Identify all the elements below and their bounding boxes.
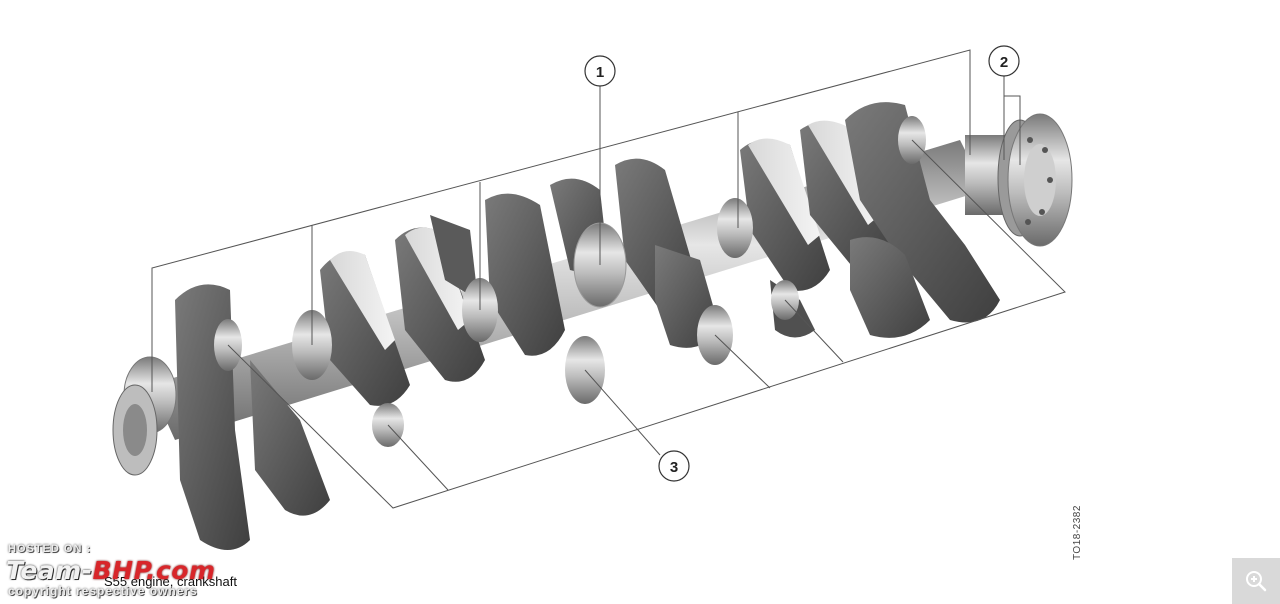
zoom-in-icon	[1246, 571, 1267, 592]
crankshaft-webs	[175, 102, 1000, 550]
watermark-brand-team: Team-	[6, 556, 93, 585]
watermark-brand-com: .com	[145, 556, 216, 585]
callout-1: 1	[584, 55, 616, 87]
watermark-brand-bhp: BHP	[92, 556, 146, 585]
reference-code: TO18-2382	[1072, 505, 1083, 560]
watermark-copyright: copyright respective owners	[8, 584, 198, 598]
leader-lines	[151, 49, 1066, 509]
callout-3-label: 3	[670, 459, 678, 476]
callout-1-label: 1	[596, 64, 604, 81]
watermark-brand: Team-BHP.com	[6, 556, 216, 585]
callout-2-label: 2	[1000, 54, 1008, 71]
crankshaft-flange	[965, 113, 1073, 247]
watermark-hosted-on: HOSTED ON :	[8, 543, 92, 555]
zoom-button[interactable]	[1232, 558, 1280, 604]
figure-caption: S55 engine, crankshaft	[104, 574, 237, 589]
callout-2: 2	[988, 45, 1020, 77]
callout-3: 3	[658, 450, 690, 482]
